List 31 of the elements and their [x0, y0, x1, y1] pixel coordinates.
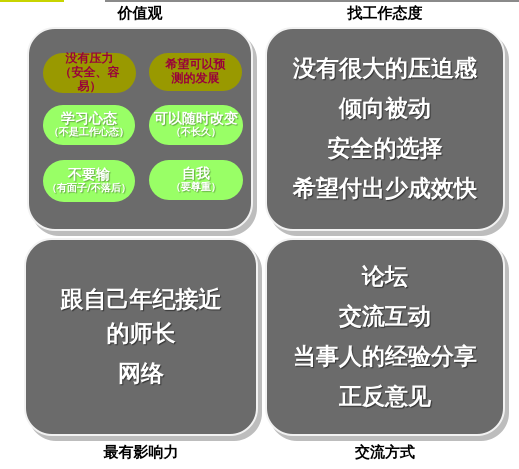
- pill-tag: [149, 160, 243, 200]
- pill-tag: [43, 105, 135, 145]
- panel-caption: 交流方式: [355, 443, 415, 461]
- panel-text: 希望付出少成效快: [293, 175, 477, 204]
- pill-tag: [149, 105, 243, 145]
- panel-text: 正反意见: [339, 383, 431, 412]
- panel-text: 网络: [118, 360, 164, 389]
- panel-heading: 价值观: [118, 4, 162, 22]
- pill-title: 学习心态: [61, 111, 117, 128]
- pill-note: （要尊重）: [171, 182, 221, 194]
- pill-tag: [43, 53, 136, 93]
- pill-note: （不长久）: [171, 127, 221, 139]
- pill-tag: [43, 160, 135, 202]
- panel-text: 交流互动: [339, 303, 431, 332]
- panel-caption: 最有影响力: [104, 443, 178, 461]
- pill-title: 可以随时改变: [154, 111, 238, 128]
- pill-tag: [149, 53, 242, 91]
- pill-title: 没有压力: [66, 52, 114, 66]
- panel-text: 论坛: [362, 263, 408, 292]
- pill-note: （有面子/不落后）: [47, 183, 131, 195]
- pill-title: 自我: [182, 166, 210, 182]
- pill-title: 希望可以预测的发展: [164, 58, 226, 86]
- pill-note: （不是工作心态）: [49, 127, 129, 139]
- panel-text: 倾向被动: [339, 95, 431, 124]
- panel-text: 安全的选择: [328, 135, 442, 164]
- panel-text: 当事人的经验分享: [293, 343, 477, 372]
- panel-text: 没有很大的压迫感: [293, 55, 477, 84]
- pill-note: （安全、容易）: [58, 66, 120, 94]
- pill-title: 不要输: [68, 167, 110, 184]
- panel-heading: 找工作态度: [348, 4, 422, 22]
- panel-text: 跟自己年纪接近的师长: [59, 286, 222, 349]
